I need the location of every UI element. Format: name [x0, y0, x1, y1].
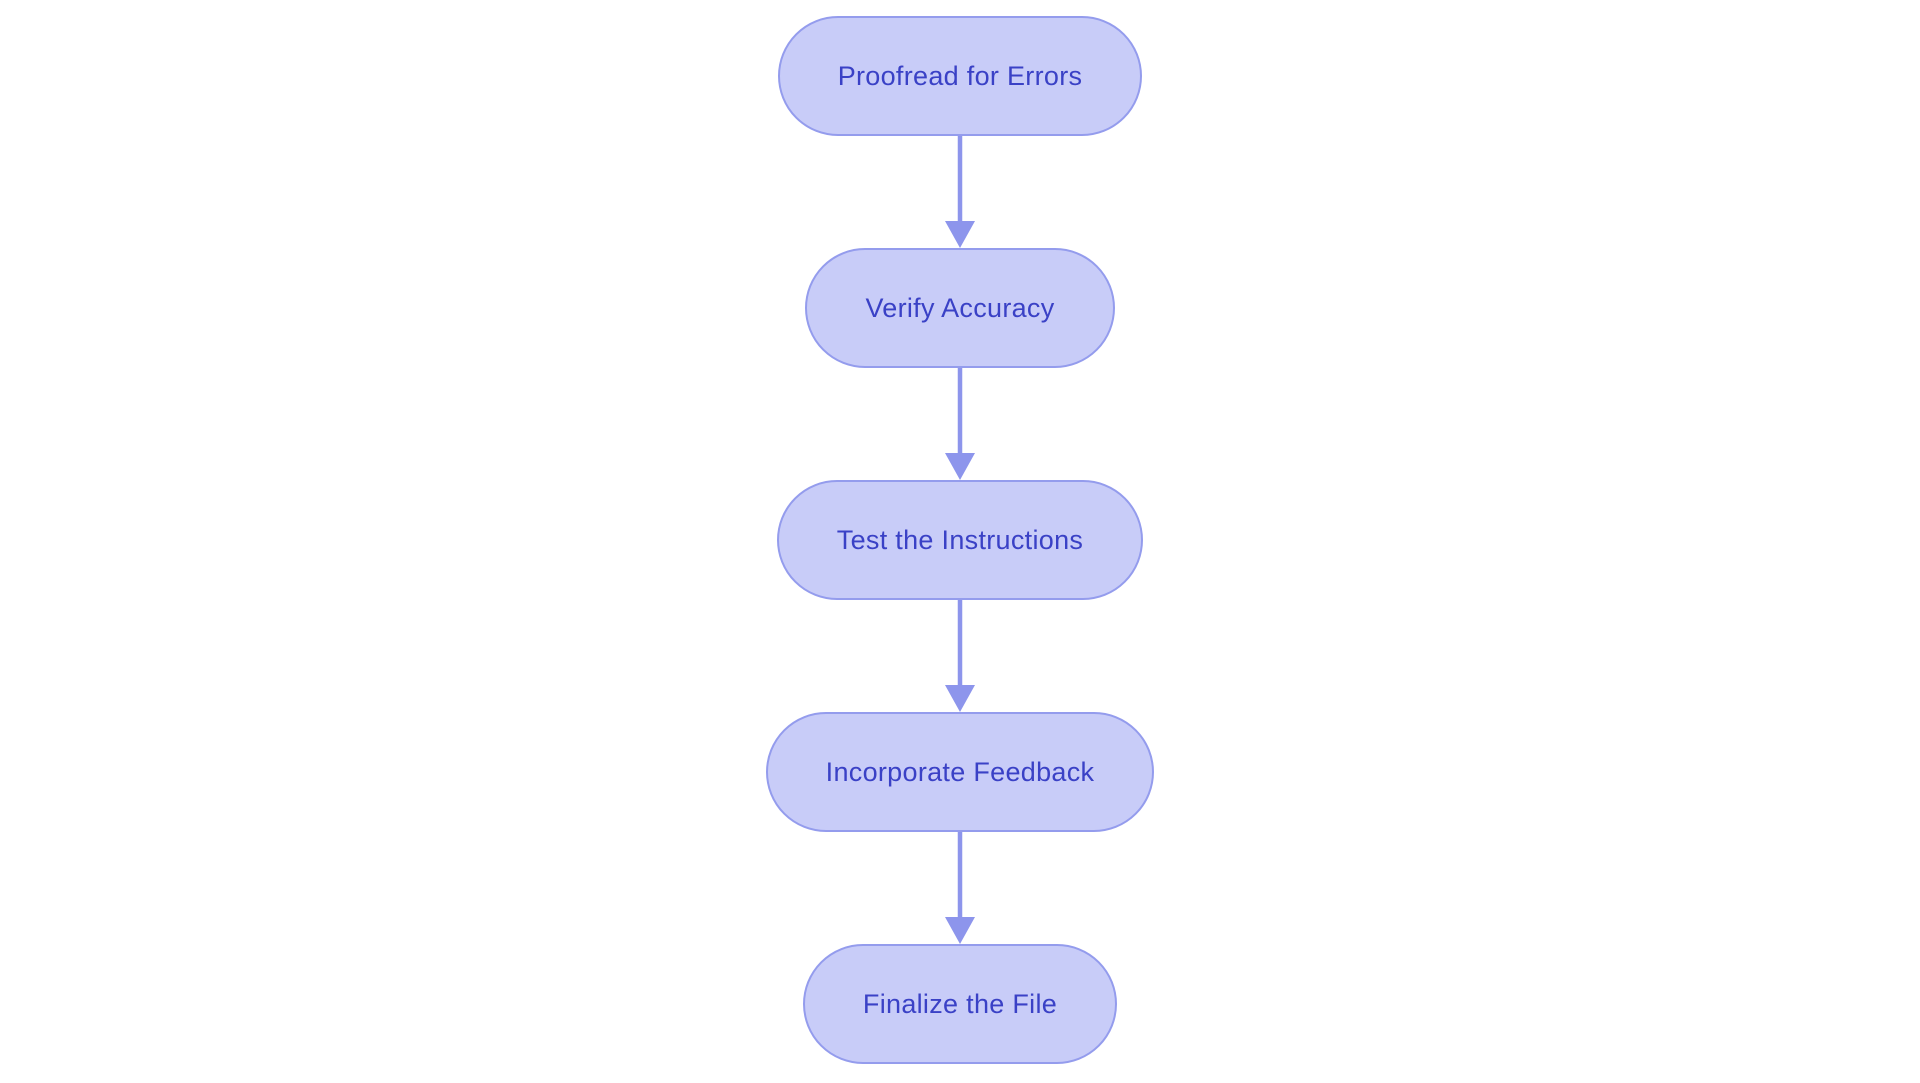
flow-node-incorporate: Incorporate Feedback — [765, 712, 1155, 832]
arrow-down-icon — [945, 136, 975, 248]
flow-node-label: Finalize the File — [862, 988, 1058, 1019]
arrow-down-icon — [945, 368, 975, 480]
arrow-down-icon — [945, 832, 975, 944]
flow-connector-2 — [940, 368, 980, 480]
flow-node-label: Verify Accuracy — [865, 292, 1055, 323]
flow-connector-4 — [940, 832, 980, 944]
flow-node-verify: Verify Accuracy — [805, 248, 1115, 368]
flow-node-label: Incorporate Feedback — [825, 756, 1095, 787]
flow-connector-3 — [940, 600, 980, 712]
flow-node-proofread: Proofread for Errors — [777, 16, 1143, 136]
flow-node-label: Proofread for Errors — [837, 60, 1083, 91]
flow-connector-1 — [940, 136, 980, 248]
flow-node-test: Test the Instructions — [776, 480, 1144, 600]
flow-node-label: Test the Instructions — [836, 524, 1084, 555]
flow-node-finalize: Finalize the File — [802, 944, 1118, 1064]
arrow-down-icon — [945, 600, 975, 712]
